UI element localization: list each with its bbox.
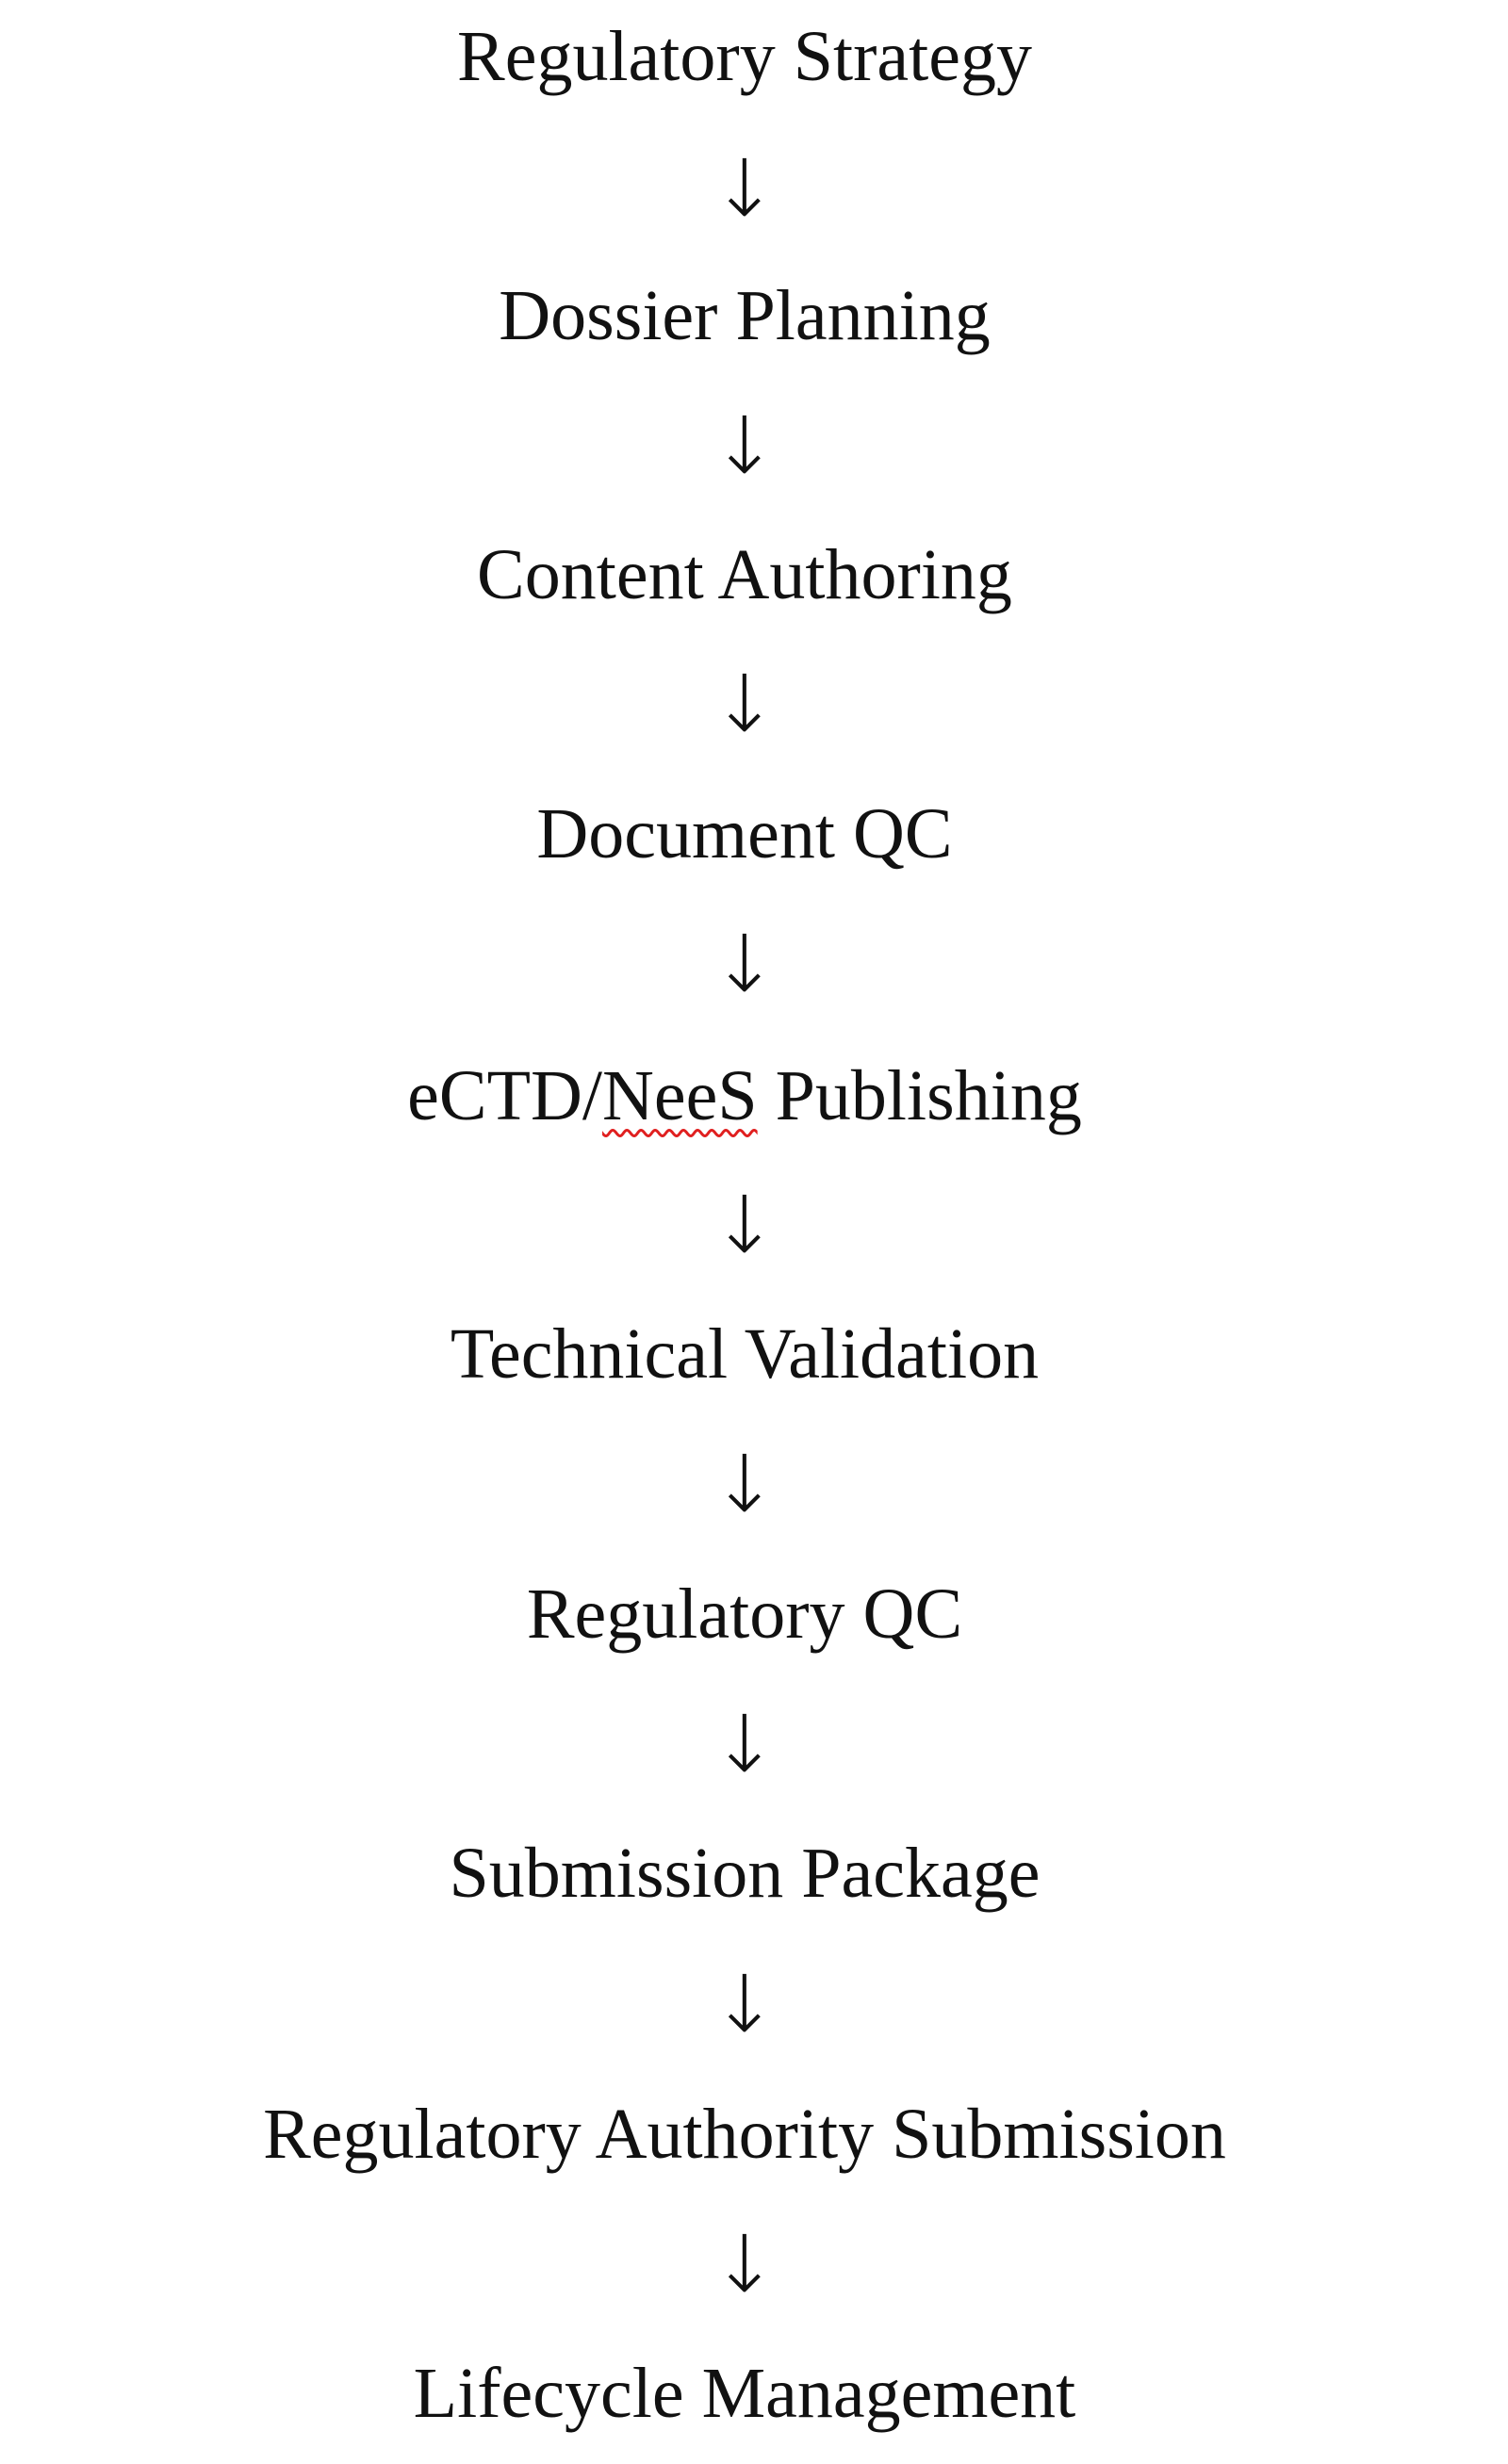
step-label-suffix: Publishing <box>757 1056 1082 1135</box>
step-label: Regulatory Authority Submission <box>263 2095 1226 2174</box>
step-ectd-nees-publishing: eCTD/NeeS Publishing <box>0 1025 1489 1167</box>
spellcheck-flagged-word: NeeS <box>602 1056 758 1135</box>
step-technical-validation: Technical Validation <box>0 1283 1489 1425</box>
down-arrow-icon: ↓ <box>711 2218 779 2310</box>
down-arrow-icon: ↓ <box>711 400 779 492</box>
step-dossier-planning: Dossier Planning <box>0 245 1489 386</box>
step-label: Regulatory Strategy <box>457 17 1032 96</box>
down-arrow-icon: ↓ <box>711 1958 779 2050</box>
down-arrow-icon: ↓ <box>711 1698 779 1790</box>
step-content-authoring: Content Authoring <box>0 504 1489 645</box>
step-label: Regulatory QC <box>526 1575 963 1654</box>
step-submission-package: Submission Package <box>0 1803 1489 1944</box>
step-label: Lifecycle Management <box>413 2354 1076 2433</box>
step-label: Technical Validation <box>450 1314 1040 1394</box>
down-arrow-icon: ↓ <box>711 658 779 750</box>
down-arrow-icon: ↓ <box>711 1438 779 1530</box>
step-document-qc: Document QC <box>0 763 1489 905</box>
step-regulatory-strategy: Regulatory Strategy <box>0 0 1489 127</box>
step-regulatory-qc: Regulatory QC <box>0 1543 1489 1685</box>
step-label: Document QC <box>536 794 953 873</box>
step-lifecycle-management: Lifecycle Management <box>0 2323 1489 2464</box>
step-label: Content Authoring <box>477 535 1012 614</box>
step-label-prefix: eCTD/ <box>407 1056 603 1135</box>
step-regulatory-authority-submission: Regulatory Authority Submission <box>0 2064 1489 2205</box>
down-arrow-icon: ↓ <box>711 1179 779 1271</box>
down-arrow-icon: ↓ <box>711 142 779 235</box>
step-label: Dossier Planning <box>499 276 991 355</box>
down-arrow-icon: ↓ <box>711 918 779 1010</box>
step-label: Submission Package <box>449 1834 1041 1913</box>
